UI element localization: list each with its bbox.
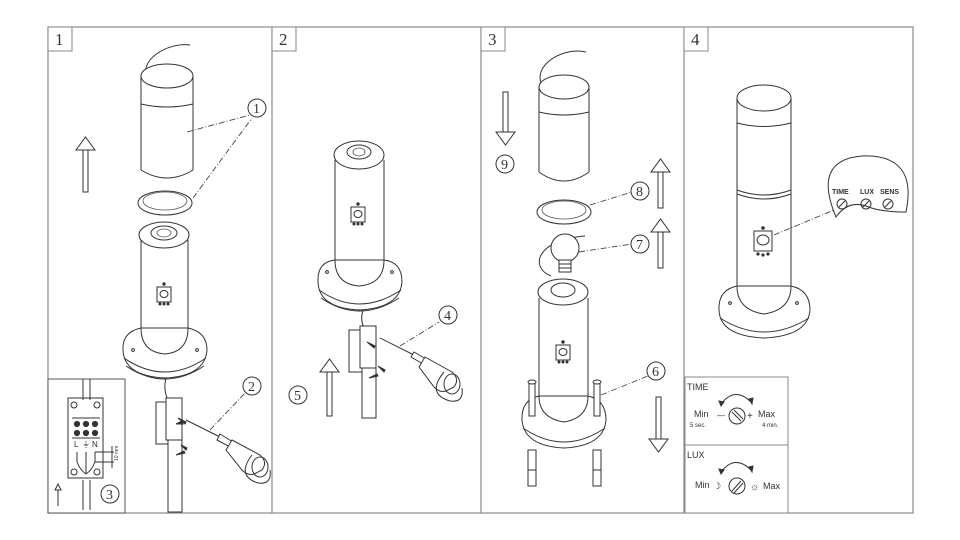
panel-1-number: 1 [47,26,73,52]
terminal-label-n: N [92,440,98,449]
lamp-body [122,221,208,380]
panel-3: 9 8 7 6 [495,50,671,487]
junction-box [155,377,188,513]
moon-icon: ☽ [713,481,721,491]
time-plus-sign: + [747,411,753,422]
rotate-arrow-icon-lux [720,462,752,473]
settings-box: TIME Min 5 sec. — + Max 4 min. LUX [684,376,789,514]
light-bulb-icon [538,233,586,277]
panel-2: 4 5 [288,140,463,419]
time-setting: TIME Min 5 sec. — + Max 4 min. [687,382,779,429]
arrow-up-small-icon [54,482,62,506]
callout-7: 7 [578,234,650,254]
seal-ring-3 [536,199,592,225]
sensor-detail-callout: TIME LUX SENS [773,155,909,236]
time-min-label: Min [694,409,709,419]
time-max-label: Max [758,409,776,419]
lux-min-label: Min [695,480,710,490]
callout-4: 4 [399,305,458,347]
lux-max-label: Max [763,481,781,491]
callout-5-label: 5 [294,389,301,404]
callout-1-label: 1 [253,102,260,117]
dial-label-sens: SENS [880,189,899,196]
arrow-up-icon-3b [650,218,671,269]
arrow-down-icon-3a [495,91,516,146]
lamp-body-2 [317,140,403,312]
panel-4: TIME LUX SENS TIME Min 5 sec. — [684,84,909,514]
callout-3-label: 3 [106,488,113,503]
arrow-up-icon-2 [319,358,340,417]
terminal-screws [73,420,99,437]
screwdriver-icon [185,419,271,484]
callout-1: 1 [186,98,267,199]
panel-2-label: 2 [279,30,288,49]
panel-3-label: 3 [488,30,497,49]
lux-knob-icon [728,477,746,495]
lux-title: LUX [687,450,705,460]
panel-2-number: 2 [271,26,297,52]
panel-3-number: 3 [480,26,506,52]
strip-length-label: 10 mm [114,446,120,461]
time-dial-icon [836,198,848,210]
callout-2-label: 2 [248,380,255,395]
glass-diffuser [140,63,194,179]
callout-6-label: 6 [652,365,659,380]
callout-8: 8 [589,181,650,206]
time-max-value: 4 min. [762,423,779,429]
dial-label-lux: LUX [860,189,874,196]
arrow-up-icon-3a [650,158,671,209]
panel-1-label: 1 [55,30,64,49]
callout-4-label: 4 [444,309,451,324]
terminal-label-earth: ⏚ [82,440,90,449]
glass-diffuser-3 [538,74,590,182]
panel-1: 1 2 L ⏚ N [47,44,271,514]
callout-6: 6 [600,361,666,396]
lux-setting: LUX Min ☽ ☼ Max [687,450,781,495]
junction-box-2 [348,309,386,419]
panel-4-number: 4 [683,26,709,52]
time-min-value: 5 sec. [690,423,706,429]
sun-icon: ☼ [750,482,759,493]
lamp-body-3 [521,278,607,449]
rotate-arrow-icon [720,394,752,405]
seal-ring [137,190,193,216]
assembled-lamp [718,84,811,339]
anchor-bolts [527,379,602,487]
lux-dial-icon [860,198,872,210]
callout-5: 5 [288,385,308,405]
time-knob-icon [728,407,746,425]
terminal-label-l: L [74,440,79,449]
time-minus-sign: — [717,411,725,420]
dial-label-time: TIME [832,189,849,196]
callout-9-label: 9 [501,158,508,173]
arrow-up-icon [75,136,96,193]
sens-dial-icon [882,198,894,210]
callout-2: 2 [209,376,262,431]
wiring-inset: L ⏚ N 10 mm 3 [47,378,126,514]
screwdriver-icon-2 [379,337,463,402]
panel-4-label: 4 [691,30,700,49]
callout-7-label: 7 [636,238,643,253]
callout-9: 9 [495,154,515,174]
arrow-down-icon-3b [648,396,669,453]
callout-8-label: 8 [636,185,643,200]
time-title: TIME [687,382,709,392]
